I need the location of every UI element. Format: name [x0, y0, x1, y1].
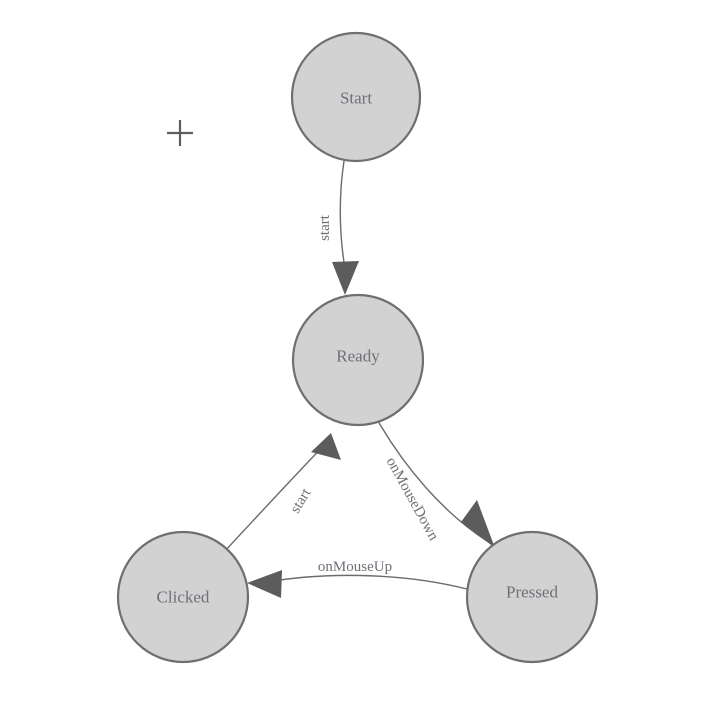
- state-node-ready[interactable]: Ready: [291, 293, 425, 427]
- edge-label-start-to-ready: start: [317, 214, 333, 241]
- state-node-start[interactable]: Start: [290, 31, 422, 163]
- edge-clicked-to-ready-arrowhead: [311, 433, 341, 460]
- edge-pressed-to-clicked-path: [261, 574, 468, 590]
- edge-start-to-ready[interactable]: start: [317, 160, 359, 295]
- state-node-clicked[interactable]: Clicked: [116, 530, 250, 664]
- edge-label-pressed-to-clicked: onMouseUp: [318, 559, 392, 575]
- edge-pressed-to-clicked-arrowhead: [247, 570, 282, 598]
- state-node-ready-circle[interactable]: [291, 293, 425, 427]
- edge-pressed-to-clicked[interactable]: onMouseUp: [247, 559, 468, 598]
- edge-label-ready-to-pressed: onMouseDown: [383, 455, 442, 544]
- state-node-start-label: Start: [340, 89, 372, 108]
- state-node-pressed-circle[interactable]: [465, 530, 599, 664]
- state-node-pressed[interactable]: Pressed: [465, 530, 599, 664]
- edge-start-to-ready-arrowhead: [332, 261, 359, 295]
- state-node-clicked-label: Clicked: [157, 588, 210, 607]
- crosshair-marker: [167, 120, 193, 146]
- edge-clicked-to-ready-path: [223, 436, 333, 553]
- state-node-pressed-label: Pressed: [506, 583, 558, 602]
- edge-ready-to-pressed[interactable]: onMouseDown: [377, 420, 495, 548]
- edge-clicked-to-ready[interactable]: start: [223, 433, 341, 553]
- edge-label-clicked-to-ready: start: [287, 485, 314, 516]
- state-node-ready-label: Ready: [336, 347, 380, 366]
- edge-ready-to-pressed-arrowhead: [461, 500, 495, 548]
- edge-start-to-ready-path: [339, 160, 346, 269]
- state-node-start-circle[interactable]: [290, 31, 422, 163]
- state-node-clicked-circle[interactable]: [116, 530, 250, 664]
- edge-ready-to-pressed-path: [377, 420, 488, 542]
